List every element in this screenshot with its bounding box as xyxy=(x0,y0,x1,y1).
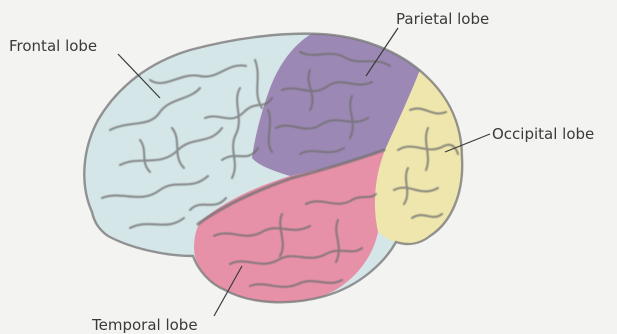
frontal-lobe-label: Frontal lobe xyxy=(9,37,97,55)
parietal-lobe-label: Parietal lobe xyxy=(396,10,489,28)
temporal-lobe-label: Temporal lobe xyxy=(92,316,198,334)
occipital-lobe-label: Occipital lobe xyxy=(492,125,594,143)
